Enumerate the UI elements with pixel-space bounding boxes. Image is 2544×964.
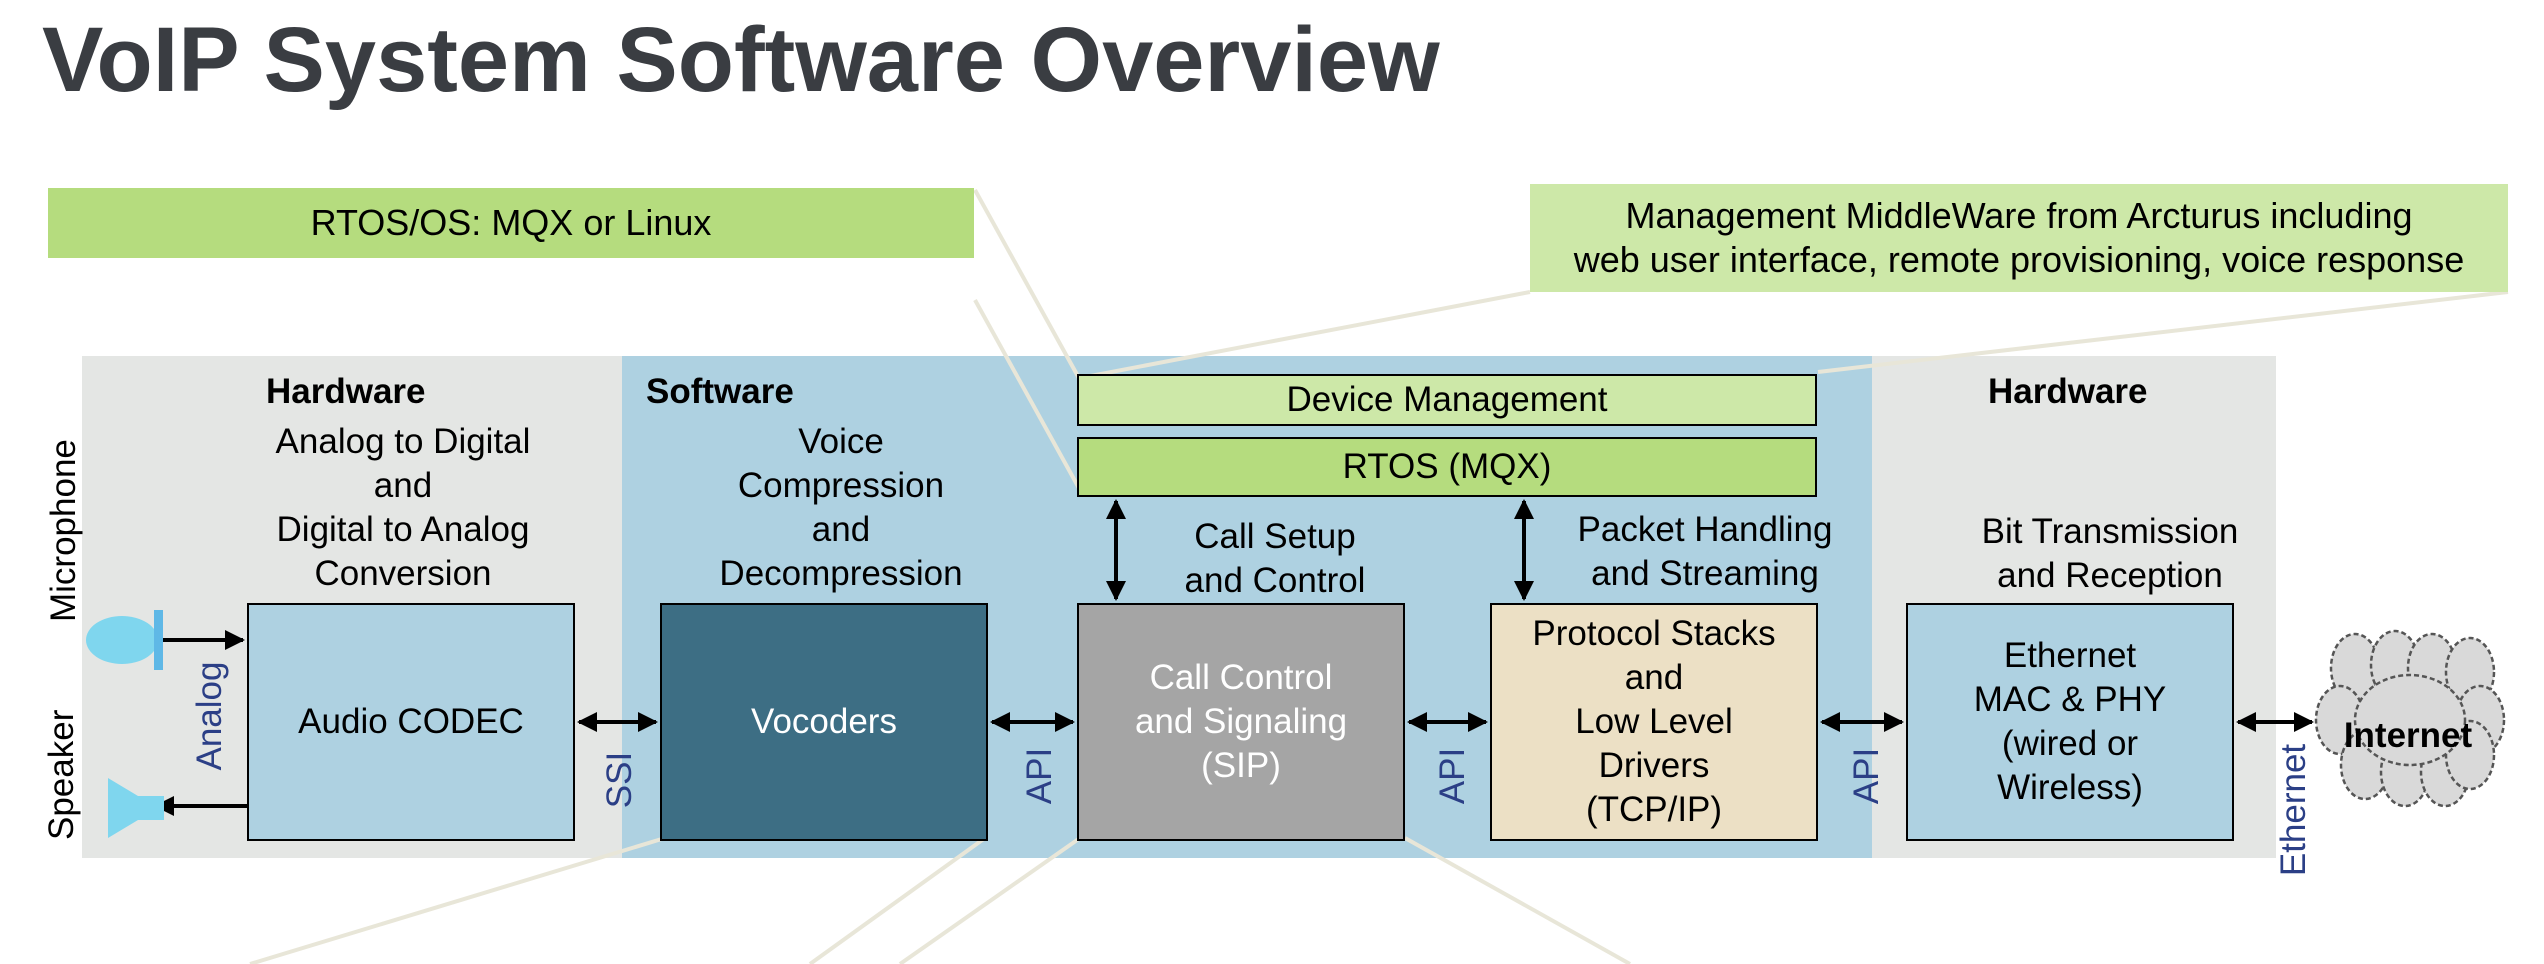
callout-line-call-right bbox=[1404, 836, 1631, 964]
callout-line-rtos-upper bbox=[973, 189, 1082, 381]
adc-description-line: Analog to Digital bbox=[275, 422, 531, 461]
microphone-label: Microphone bbox=[44, 439, 83, 622]
packet-description-line: and Streaming bbox=[1591, 554, 1819, 593]
callout-line-middleware-left bbox=[1079, 290, 1531, 380]
rtos-os-banner-text: RTOS/OS: MQX or Linux bbox=[310, 202, 712, 243]
analog-label: Analog bbox=[190, 661, 229, 771]
internet-cloud-icon bbox=[2314, 629, 2506, 808]
middleware-banner: Management MiddleWare from Arcturus incl… bbox=[1530, 184, 2508, 292]
call-control-label-line: and Signaling bbox=[1134, 702, 1348, 741]
speaker-label: Speaker bbox=[42, 709, 81, 840]
bit-description: Bit Transmission and Reception bbox=[1960, 510, 2260, 598]
voice-description-line: Compression bbox=[737, 466, 945, 505]
call-control-block: Call Control and Signaling (SIP) bbox=[1077, 603, 1405, 841]
bit-description-line: and Reception bbox=[1997, 556, 2223, 595]
rtos-mqx-block: RTOS (MQX) bbox=[1077, 437, 1817, 497]
packet-description-line: Packet Handling bbox=[1577, 510, 1833, 549]
device-management-label: Device Management bbox=[1286, 380, 1608, 419]
middleware-banner-line1: Management MiddleWare from Arcturus incl… bbox=[1625, 195, 2413, 236]
protocol-stacks-block: Protocol Stacks and Low Level Drivers (T… bbox=[1490, 603, 1818, 841]
call-setup-description-line: Call Setup bbox=[1194, 517, 1356, 556]
microphone-icon bbox=[86, 610, 163, 670]
hardware-left-heading: Hardware bbox=[266, 372, 426, 411]
protocol-stacks-label-line: (TCP/IP) bbox=[1585, 790, 1723, 829]
rtos-mqx-label: RTOS (MQX) bbox=[1342, 447, 1552, 486]
call-setup-description-line: and Control bbox=[1184, 561, 1366, 600]
callout-line-vocoder bbox=[249, 836, 666, 964]
page-title: VoIP System Software Overview bbox=[42, 9, 1440, 111]
protocol-stacks-label-line: Protocol Stacks bbox=[1532, 614, 1776, 653]
protocol-stacks-label-line: Low Level bbox=[1575, 702, 1733, 741]
audio-codec-label: Audio CODEC bbox=[298, 702, 524, 741]
packet-description: Packet Handling and Streaming bbox=[1555, 508, 1855, 596]
api-label-call-protocol: API bbox=[1433, 747, 1472, 805]
ethernet-mac-label-line: Wireless) bbox=[1997, 768, 2143, 807]
call-control-label-line: Call Control bbox=[1149, 658, 1333, 697]
call-setup-description: Call Setup and Control bbox=[1125, 515, 1425, 603]
adc-description: Analog to Digital and Digital to Analog … bbox=[203, 420, 603, 596]
ethernet-mac-label-line: Ethernet bbox=[2003, 636, 2137, 675]
adc-description-line: Digital to Analog bbox=[276, 510, 530, 549]
voice-description-line: Voice bbox=[798, 422, 884, 461]
speaker-icon bbox=[108, 778, 164, 838]
middleware-banner-line2: web user interface, remote provisioning,… bbox=[1573, 239, 2465, 280]
call-control-label-line: (SIP) bbox=[1201, 746, 1281, 785]
internet-label: Internet bbox=[2343, 716, 2473, 755]
hardware-right-heading: Hardware bbox=[1988, 372, 2148, 411]
vocoders-block: Vocoders bbox=[660, 603, 988, 841]
adc-description-line: Conversion bbox=[314, 554, 492, 593]
device-management-block: Device Management bbox=[1077, 374, 1817, 426]
voice-description-line: and bbox=[811, 510, 871, 549]
vocoders-label: Vocoders bbox=[751, 702, 897, 741]
software-heading: Software bbox=[646, 372, 794, 411]
protocol-stacks-label-line: and bbox=[1624, 658, 1684, 697]
bit-description-line: Bit Transmission bbox=[1981, 512, 2239, 551]
rtos-os-banner: RTOS/OS: MQX or Linux bbox=[48, 188, 974, 258]
ethernet-label: Ethernet bbox=[2274, 743, 2313, 877]
protocol-stacks-label-line: Drivers bbox=[1598, 746, 1710, 785]
ethernet-mac-block: Ethernet MAC & PHY (wired or Wireless) bbox=[1906, 603, 2234, 841]
callout-line-api-left bbox=[808, 836, 987, 964]
callout-line-middleware-right bbox=[1817, 290, 2509, 374]
ssi-label: SSI bbox=[600, 751, 639, 809]
ethernet-mac-label-line: MAC & PHY bbox=[1973, 680, 2167, 719]
adc-description-line: and bbox=[373, 466, 433, 505]
audio-codec-block: Audio CODEC bbox=[247, 603, 575, 841]
voice-description: Voice Compression and Decompression bbox=[641, 420, 1041, 596]
ethernet-mac-label-line: (wired or bbox=[2001, 724, 2139, 763]
callout-line-rtos-lower bbox=[973, 299, 1082, 491]
api-label-protocol-ethernet: API bbox=[1847, 747, 1886, 805]
voice-description-line: Decompression bbox=[719, 554, 963, 593]
callout-line-call-left bbox=[898, 836, 1082, 964]
api-label-vocoder-call: API bbox=[1020, 747, 1059, 805]
